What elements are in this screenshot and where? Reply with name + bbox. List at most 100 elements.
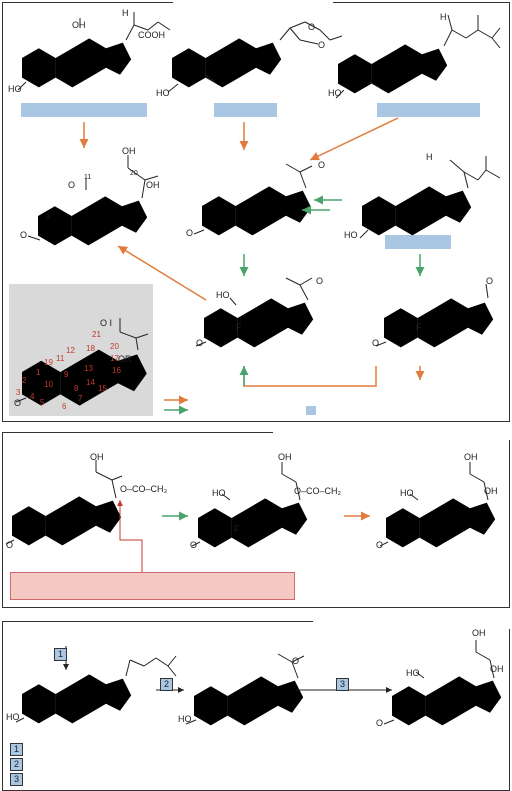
label-o: O — [376, 718, 384, 728]
label-ester: O–CO–CH₂ — [294, 486, 342, 496]
mol-stigmasterol — [335, 14, 501, 99]
mol-fluoro-corticoid — [195, 277, 314, 348]
label-oh: OH — [122, 146, 136, 156]
number-20: 20 — [110, 342, 119, 351]
arrow-orange-3 — [309, 117, 399, 161]
mol-cortisol — [383, 640, 502, 726]
label-oh: OH — [472, 628, 486, 638]
label-ho: HO — [406, 668, 420, 678]
label-ho: HO — [178, 714, 192, 724]
mol-bile-acid — [17, 12, 171, 91]
label-oh: OH — [278, 452, 292, 462]
number-7: 7 — [78, 394, 83, 403]
label-o: O — [190, 540, 198, 550]
number-13: 13 — [84, 364, 93, 373]
step-badge-3: 3 — [336, 678, 349, 691]
number-14: 14 — [86, 378, 95, 387]
label-ho: HO — [328, 88, 342, 98]
number-21: 21 — [92, 330, 101, 339]
number-16: 16 — [112, 366, 121, 375]
label-o: O — [372, 338, 380, 348]
label-f: F — [416, 322, 422, 332]
label-o: O — [318, 40, 326, 50]
label-ho: HO — [8, 84, 22, 94]
label-o: O — [186, 228, 194, 238]
label-bar-sitosterol — [385, 235, 451, 249]
label-bar-diosgenin — [214, 103, 277, 117]
label-or: OR — [118, 354, 132, 364]
label-f: F — [236, 322, 242, 332]
loop-line-orange — [243, 366, 377, 387]
label-oh: OH — [490, 664, 504, 674]
legend-blue-marker — [306, 406, 316, 415]
label-o: O — [308, 22, 316, 32]
label-oh: OH — [72, 20, 86, 30]
label-ho: HO — [400, 488, 414, 498]
label-cooh: COOH — [138, 30, 165, 40]
label-num: 3 — [46, 214, 50, 221]
label-oh: OH — [464, 452, 478, 462]
mol-numbering-skeleton — [15, 318, 149, 406]
number-3: 3 — [16, 388, 21, 397]
label-bar-bile-acid — [21, 103, 147, 117]
label-o: O — [20, 230, 28, 240]
mol-fluoro-androstenedione — [375, 283, 494, 348]
mol-pregnenolone — [185, 653, 305, 726]
number-6: 6 — [62, 402, 67, 411]
label-o: O — [486, 276, 494, 286]
number-9: 9 — [64, 370, 69, 379]
label-o: O — [196, 338, 204, 348]
label-o-i: O I — [100, 318, 113, 328]
label-h: H — [440, 12, 447, 22]
label-num: 20 — [130, 170, 138, 177]
step-badge-1: 1 — [54, 648, 67, 661]
label-o: O — [14, 398, 22, 408]
panel-tab-gap — [313, 621, 512, 629]
label-oh: OH — [90, 452, 104, 462]
number-11: 11 — [56, 354, 65, 363]
label-o: O — [292, 656, 300, 666]
number-4: 4 — [30, 392, 35, 401]
panel-tab-gap — [173, 2, 333, 10]
step-badge-2: 2 — [160, 678, 173, 691]
number-1: 1 — [36, 368, 41, 377]
label-bar-stigmasterol — [377, 103, 480, 117]
number-8: 8 — [74, 384, 79, 393]
label-h: H — [426, 152, 433, 162]
label-f: F — [234, 524, 240, 534]
legend-badge-2: 2 — [10, 758, 23, 771]
label-h: H — [122, 8, 129, 18]
mol-progesterone — [193, 163, 313, 236]
number-15: 15 — [98, 384, 107, 393]
annotation-pointer — [119, 502, 143, 572]
number-17: 17 — [110, 354, 119, 363]
label-oh: OH — [484, 486, 498, 496]
annotation-box — [10, 572, 295, 600]
number-19: 19 — [44, 358, 53, 367]
mol-7-dehydrocholesterol — [15, 655, 177, 724]
label-o: O — [376, 540, 384, 550]
number-2: 2 — [22, 376, 27, 385]
legend-badge-3: 3 — [10, 773, 23, 786]
label-o: O — [6, 540, 14, 550]
label-oh: OH — [146, 180, 160, 190]
mol-hydrocortisone — [379, 462, 496, 548]
arrow-orange-4 — [117, 245, 207, 301]
mol-acetate-2 — [191, 462, 308, 548]
label-o: O — [316, 276, 324, 286]
number-10: 10 — [44, 380, 53, 389]
mol-hydrocortisone-precursor — [27, 155, 159, 246]
label-ho: HO — [6, 712, 20, 722]
label-ho: HO — [156, 88, 170, 98]
label-ho: HO — [212, 488, 226, 498]
number-18: 18 — [86, 344, 95, 353]
number-12: 12 — [66, 346, 75, 355]
label-ho: HO — [344, 230, 358, 240]
mol-sitosterol — [359, 156, 501, 239]
panel-tab-gap — [273, 432, 512, 440]
label-o: O — [68, 180, 76, 190]
label-ho: HO — [216, 290, 230, 300]
number-5: 5 — [40, 398, 45, 407]
label-ester: O–CO–CH₃ — [120, 484, 168, 494]
